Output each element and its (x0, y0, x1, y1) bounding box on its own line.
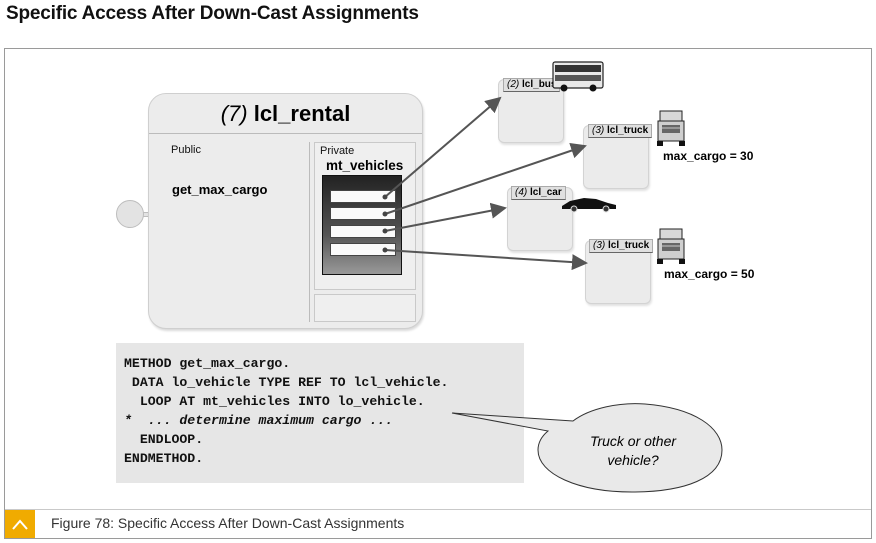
private-attribute: mt_vehicles (326, 158, 404, 173)
truck-2-max-cargo: max_cargo = 50 (664, 267, 755, 281)
reference-arrows (384, 96, 588, 271)
public-section (168, 142, 310, 322)
figure-caption: Figure 78: Specific Access After Down-Ca… (51, 515, 405, 531)
private-section-footer (314, 294, 416, 322)
table-row (330, 207, 396, 220)
truck-icon (657, 228, 685, 264)
reference-arrow-truck-1 (384, 142, 587, 215)
page-title: Specific Access After Down-Cast Assignme… (6, 3, 419, 24)
code-line: METHOD get_max_cargo. (124, 356, 291, 371)
interface-port-icon (116, 200, 144, 228)
interface-connector (140, 212, 150, 217)
class-name: lcl_rental (253, 101, 351, 126)
code-line: ENDMETHOD. (124, 451, 204, 466)
truck-icon (657, 110, 685, 146)
callout-line-2: vehicle? (607, 452, 659, 468)
object-label-truck-2: (3) lcl_truck (589, 239, 654, 253)
private-label: Private (320, 145, 355, 157)
object-label-truck-1: (3) lcl_truck (588, 124, 653, 138)
chevron-up-icon[interactable] (5, 510, 35, 538)
reference-dots (382, 194, 388, 253)
table-row (330, 225, 396, 238)
callout-text: Truck or other vehicle? (558, 432, 708, 470)
reference-arrow-bus (384, 96, 502, 198)
code-line: LOOP AT mt_vehicles INTO lo_vehicle. (124, 394, 425, 409)
callout-line-1: Truck or other (589, 433, 677, 449)
public-label: Public (171, 144, 201, 156)
reference-arrow-truck-2 (384, 249, 588, 271)
figure-caption-bar: Figure 78: Specific Access After Down-Ca… (5, 509, 871, 538)
class-number: (7) (220, 101, 248, 126)
table-row (330, 243, 396, 256)
truck-1-max-cargo: max_cargo = 30 (663, 149, 754, 163)
public-method: get_max_cargo (172, 182, 268, 197)
code-block: METHOD get_max_cargo. DATA lo_vehicle TY… (116, 343, 524, 483)
bus-icon (552, 61, 604, 92)
reference-arrow-car (384, 202, 507, 232)
class-header: (7) lcl_rental (149, 94, 422, 134)
code-comment-line: * ... determine maximum cargo ... (124, 413, 394, 428)
code-line: ENDLOOP. (124, 432, 204, 447)
car-icon (562, 198, 616, 213)
object-label-car: (4) lcl_car (511, 186, 566, 200)
table-row (330, 190, 396, 203)
code-line: DATA lo_vehicle TYPE REF TO lcl_vehicle. (124, 375, 449, 390)
